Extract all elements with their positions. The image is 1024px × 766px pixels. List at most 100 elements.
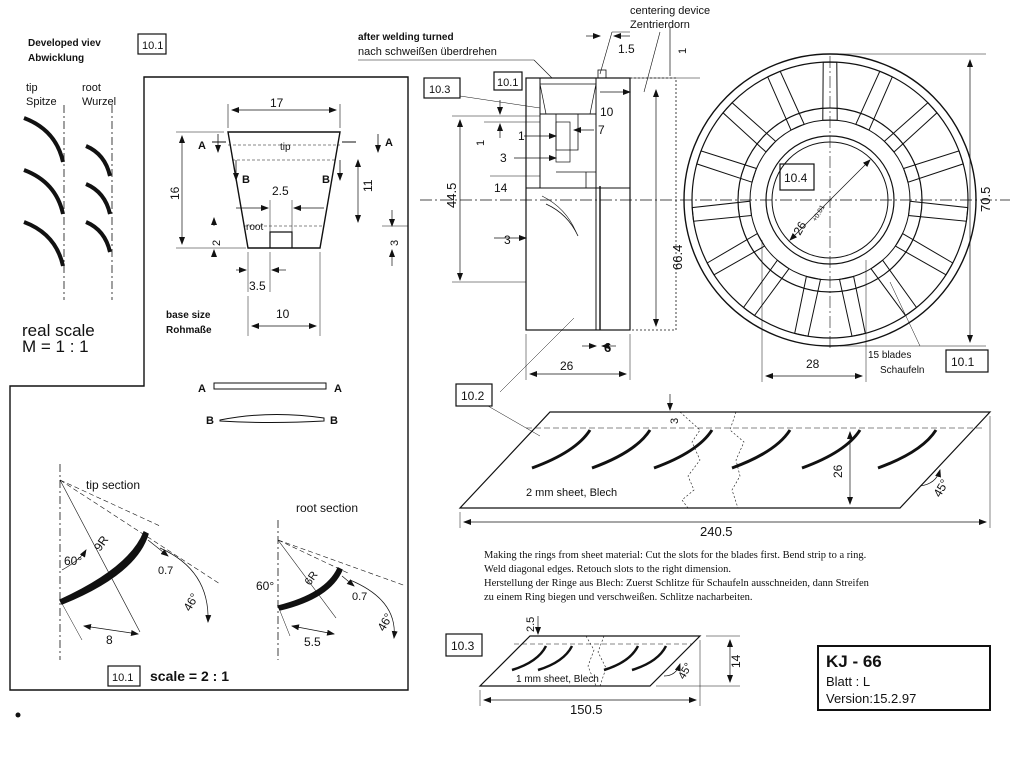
dim-10-assembly: 10 <box>600 105 614 119</box>
ref-front: 10.1 <box>951 355 975 369</box>
strip-slot <box>511 645 548 672</box>
section-b-right: B <box>322 174 330 186</box>
real-scale-label: real scale <box>22 321 95 340</box>
section-a-a-right: A <box>334 383 342 395</box>
ref-box-10-3 <box>423 77 461 99</box>
ref-10-4: 10.4 <box>784 171 808 185</box>
dim-3-5: 3.5 <box>249 279 266 293</box>
ref-box-scale <box>107 665 141 687</box>
tip-label: tip <box>26 82 38 94</box>
tip-radius: 9R <box>91 533 111 554</box>
welding-note: after welding turned <box>358 32 454 43</box>
dim-70-5: 70.5 <box>978 187 993 212</box>
root-label-de: Wurzel <box>82 96 116 108</box>
title-block: KJ - 66 Blatt : L Version:15.2.97 <box>817 645 991 711</box>
dim-1-b: 1 <box>518 129 525 143</box>
dim-6: 6 <box>604 340 611 355</box>
strip-slot <box>801 429 862 470</box>
root-label: root <box>82 82 101 94</box>
blade-slot <box>902 150 964 183</box>
note-line-4: zu einem Ring biegen und verschweißen. S… <box>484 592 753 603</box>
ref-10-3: 10.3 <box>429 84 450 96</box>
assembly-section-drawing: after welding turned nach schweißen über… <box>358 5 1010 393</box>
blades-note: 15 blades <box>868 350 911 361</box>
strip-b-material: 1 mm sheet, Blech <box>516 674 599 685</box>
section-a-right: A <box>385 137 393 149</box>
section-b-b-right: B <box>330 415 338 427</box>
section-b-left: B <box>242 174 250 186</box>
dim-28: 28 <box>806 357 820 371</box>
ref-box-10-2 <box>455 383 493 407</box>
root-section-drawing: root section 60° 6R 0.7 46° 5.5 <box>256 501 407 660</box>
strip-slot <box>653 429 714 470</box>
note-line-2: Weld diagonal edges. Retouch slots to th… <box>484 564 731 575</box>
title-block-name: KJ - 66 <box>826 652 882 671</box>
root-thickness: 0.7 <box>352 591 367 603</box>
tip-thickness: 0.7 <box>158 565 173 577</box>
ref-developed: 10.1 <box>142 40 163 52</box>
strip-slot <box>591 429 652 470</box>
blade-slot <box>691 200 753 222</box>
blade-slot <box>894 232 954 276</box>
strip-slot <box>537 645 574 672</box>
root-word: root <box>246 222 263 233</box>
blade-slot <box>870 259 918 317</box>
centering-note-de: Zentrierdorn <box>630 19 690 31</box>
welding-note-de: nach schweißen überdrehen <box>358 46 497 58</box>
dim-14: 14 <box>494 181 508 195</box>
tip-chord-angle: 46° <box>180 591 201 614</box>
ref-10-1: 10.1 <box>497 77 518 89</box>
bore-diameter: 26 <box>790 219 809 238</box>
strip-slot <box>877 429 938 470</box>
strip-a-length: 240.5 <box>700 524 733 539</box>
dim-17: 17 <box>270 96 284 110</box>
blades-note-de: Schaufeln <box>880 365 924 376</box>
section-a-left: A <box>198 140 206 152</box>
strip-slot <box>531 429 592 470</box>
developed-view-label-de: Abwicklung <box>28 53 84 64</box>
title-block-version: Version:15.2.97 <box>826 691 916 706</box>
blade-slot <box>822 61 838 121</box>
tip-label-de: Spitze <box>26 96 57 108</box>
dim-3-a: 3 <box>500 151 507 165</box>
ref-box-10-1 <box>493 71 523 91</box>
blade-slot <box>742 259 790 317</box>
dim-26-assembly: 26 <box>560 359 574 373</box>
scale-label: scale = 2 : 1 <box>150 668 229 684</box>
root-chord-angle: 46° <box>374 611 395 634</box>
real-scale-ratio: M = 1 : 1 <box>22 337 89 356</box>
base-size-label-de: Rohmaße <box>166 325 212 336</box>
blade-slot <box>907 200 969 222</box>
strip-b-angle: 45° <box>676 661 695 681</box>
dim-3: 3 <box>389 240 401 246</box>
inner-ring-strip: 10.3 2.5 14 45° 1 mm sheet, Blech 150.5 <box>445 616 743 717</box>
dim-66-4: 66.4 <box>670 245 685 270</box>
ring-front-view: 10.4 26 +0.01 70.5 28 15 blades Schaufel… <box>683 53 993 382</box>
strip-b-length: 150.5 <box>570 702 603 717</box>
root-section-title: root section <box>296 501 358 515</box>
blade-slot <box>883 101 938 153</box>
strip-a-material: 2 mm sheet, Blech <box>526 487 617 499</box>
fabrication-notes: Making the rings from sheet material: Cu… <box>484 550 870 603</box>
dim-3-b: 3 <box>504 233 511 247</box>
root-angle: 60° <box>256 579 274 593</box>
dim-11: 11 <box>361 179 375 192</box>
title-block-sheet: Blatt : L <box>826 674 870 689</box>
dim-7: 7 <box>598 123 605 137</box>
dim-1-a: 1 <box>475 140 487 146</box>
outer-ring-strip: 10.2 3 26 45° 2 mm sheet, Blech 240.5 <box>455 383 992 539</box>
note-line-1: Making the rings from sheet material: Cu… <box>484 550 866 561</box>
strip-a-dim-3: 3 <box>669 418 681 424</box>
blade-slot <box>855 70 893 131</box>
blade-slot <box>838 275 866 337</box>
dim-1-top: 1 <box>677 48 689 54</box>
scale-note: 10.1 scale = 2 : 1 <box>107 665 229 687</box>
tip-word: tip <box>280 142 291 153</box>
tip-length: 8 <box>106 633 113 647</box>
root-length: 5.5 <box>304 635 321 649</box>
strip-slot <box>631 645 668 672</box>
blade-blank-drawing: 17 A A tip B B 2.5 root 16 11 2 3 3.5 10… <box>166 96 408 427</box>
base-size-label: base size <box>166 310 211 321</box>
strip-a-dim-26: 26 <box>831 464 845 478</box>
